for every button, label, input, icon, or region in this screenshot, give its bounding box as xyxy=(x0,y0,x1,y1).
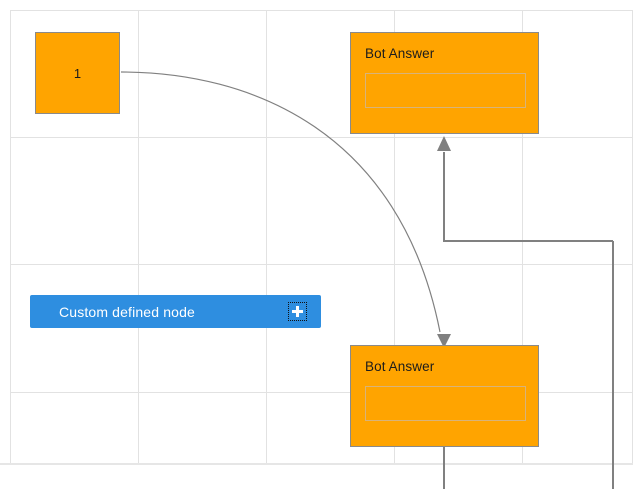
grid-line-horizontal xyxy=(10,264,632,265)
edge-bot-answer-bottom-to-top xyxy=(443,152,613,242)
bot-answer-field[interactable] xyxy=(365,385,526,421)
edge-arrowhead-up xyxy=(437,136,451,151)
custom-defined-node-button[interactable]: Custom defined node xyxy=(30,295,321,328)
bot-answer-title: Bot Answer xyxy=(365,359,435,374)
grid-line-vertical xyxy=(266,10,267,463)
grid-line-horizontal xyxy=(10,10,632,11)
grid-line-horizontal xyxy=(10,392,632,393)
grid-line-horizontal xyxy=(0,463,633,465)
bot-answer-node-top[interactable]: Bot Answer xyxy=(350,32,539,134)
plus-icon[interactable] xyxy=(288,302,307,321)
start-node-label: 1 xyxy=(73,65,82,81)
grid-line-horizontal xyxy=(10,137,632,138)
start-node[interactable]: 1 xyxy=(35,32,120,114)
bot-answer-field[interactable] xyxy=(365,72,526,108)
grid-line-vertical xyxy=(10,10,11,463)
custom-defined-node-label: Custom defined node xyxy=(59,303,195,320)
bot-answer-title: Bot Answer xyxy=(365,46,435,61)
grid-line-vertical xyxy=(138,10,139,463)
bot-answer-node-bottom[interactable]: Bot Answer xyxy=(350,345,539,447)
